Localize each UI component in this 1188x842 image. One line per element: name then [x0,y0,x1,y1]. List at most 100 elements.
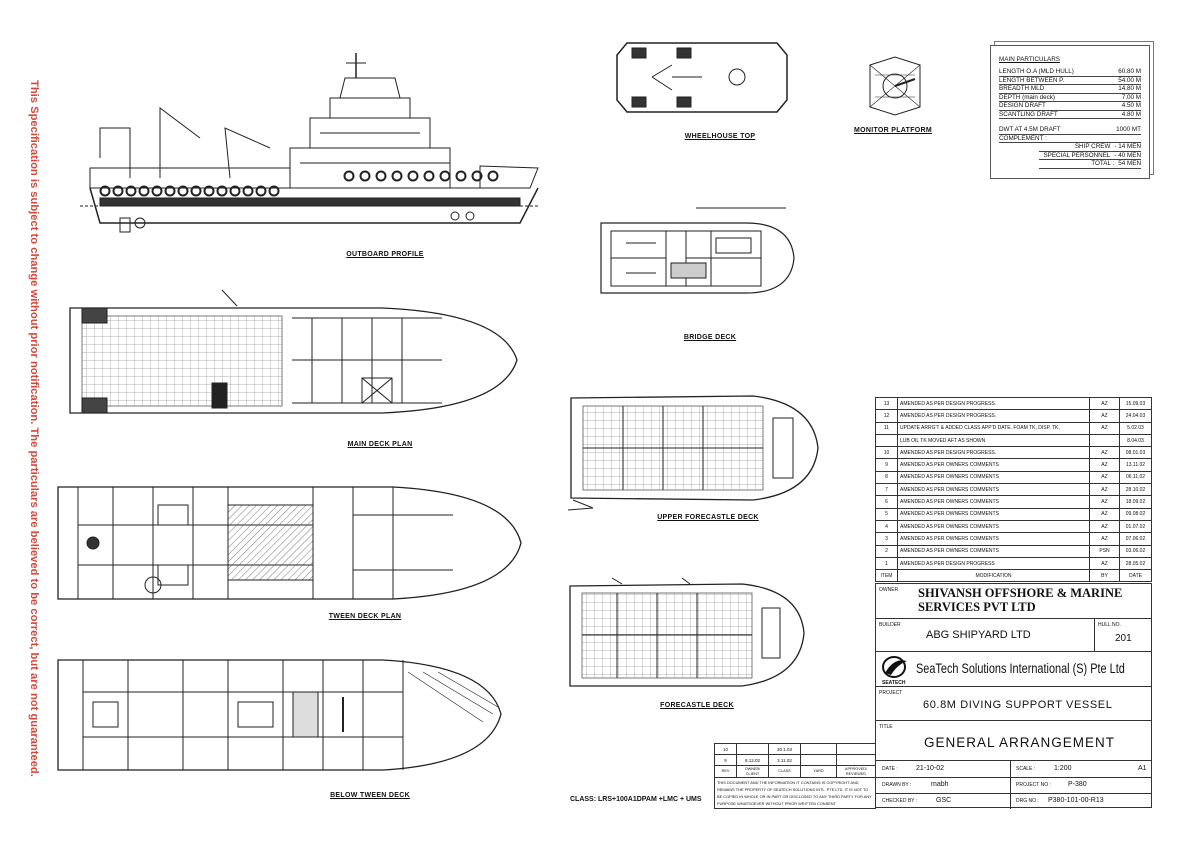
revision-mod: UPDATE ARRG'T & ADDED CLASS APP'D DATE. … [897,421,1090,435]
label-outboard-profile: OUTBOARD PROFILE [346,251,424,258]
title-row: TITLE GENERAL ARRANGEMENT [876,721,1151,761]
revision-date: 28.05.02 [1119,556,1152,571]
approval-cell: 10 [714,743,737,755]
label-forecastle-deck: FORECASTLE DECK [660,702,734,709]
label-below-tween-deck: BELOW TWEEN DECK [330,792,410,799]
approval-header-cell: REV [714,764,737,779]
hull-no-label: HULL NO. [1098,622,1121,628]
approval-cell [736,743,769,755]
fender-tyre [471,170,483,182]
revision-item: 10 [875,446,898,460]
project-no-value: P-380 [1068,781,1087,788]
revision-by: BY [1089,569,1120,583]
main-particulars-heading: MAIN PARTICULARS [999,56,1060,63]
label-main-deck-plan: MAIN DECK PLAN [347,441,413,448]
complement-label: COMPLEMENT : [999,135,1141,143]
label-tween-deck-plan: TWEEN DECK PLAN [328,613,402,620]
seatech-logo-icon: SEATECH [882,656,907,686]
revision-item: 8 [875,470,898,485]
revision-mod: LUB OIL TK MOVED AFT AS SHOWN [897,433,1090,448]
fender-tyre [423,170,435,182]
revision-mod: MODIFICATION [897,569,1090,583]
revision-by: AZ [1089,409,1120,423]
complement-value: 54 MEN [1118,160,1141,167]
drawn-by-value: mabh [931,781,949,788]
approval-cell [836,743,876,755]
particular-label: BREADTH MLD [999,85,1045,92]
complement-label: SPECIAL PERSONNEL [1043,151,1111,159]
company-row: SEATECH SeaTech Solutions International … [876,652,1151,687]
approval-cell: 9 [714,754,737,766]
fender-tyre [151,185,163,197]
revision-date: 5.02.03 [1119,421,1152,435]
revision-mod: AMENDED AS PER OWNERS COMMENTS [897,495,1090,509]
particular-label: DESIGN DRAFT [999,102,1046,109]
wheelhouse-top-drawing [616,42,788,113]
drawing-no-value: P380-101-00-R13 [1048,797,1104,804]
revision-date: 01.07.02 [1119,519,1152,534]
revision-item: 11 [875,421,898,435]
project-name: 60.8M DIVING SUPPORT VESSEL [923,699,1113,711]
revision-by: AZ [1089,556,1120,571]
complement-label: TOTAL : [1091,160,1115,167]
revision-item: 5 [875,507,898,521]
revision-by: AZ [1089,495,1120,509]
revision-date: 13.11.02 [1119,458,1152,472]
complement-value: - 14 MEN [1114,143,1141,150]
revision-by: AZ [1089,396,1120,411]
revision-item: 13 [875,396,898,411]
copyright-notice: THIS DOCUMENT AND THE INFORMATION IT CON… [714,777,876,810]
revision-by: AZ [1089,446,1120,460]
revision-date: 06.11.02 [1119,470,1152,485]
label-monitor-platform: MONITOR PLATFORM [853,127,933,134]
revision-date: DATE [1119,569,1152,583]
particular-value: 14.80 M [1118,85,1141,92]
fender-tyre [455,170,467,182]
class-notation: CLASS: LRS+100A1DPAM +LMC + UMS [570,796,702,803]
particular-label: DEPTH (main deck) [999,93,1055,101]
revision-item: 2 [875,544,898,558]
title-block: OWNER SHIVANSH OFFSHORE & MARINE SERVICE… [875,583,1152,809]
particular-label: SCANTLING DRAFT [999,110,1058,118]
tween-deck-plan-drawing [57,486,522,600]
disclaimer-text: This Specification is subject to change … [28,80,40,777]
revision-by: PSN [1089,544,1120,558]
revision-item: 6 [875,495,898,509]
outboard-profile-drawing [80,53,540,233]
approval-header-cell: YARD [800,764,837,779]
revision-mod: AMENDED AS PER OWNERS COMMENTS [897,544,1090,558]
approval-cell [836,754,876,766]
particular-row: LENGTH BETWEEN P.54.00 M [999,77,1141,85]
revision-item: 1 [875,556,898,571]
revision-by [1089,433,1120,448]
revision-date: 28.10.02 [1119,483,1152,497]
fender-tyre [439,170,451,182]
revision-item: 7 [875,483,898,497]
particular-value: 4.80 M [1121,110,1141,118]
approval-cell [800,754,837,766]
fender-tyre [216,185,228,197]
revision-item: 9 [875,458,898,472]
revision-mod: AMENDED AS PER DESIGN PROGRESS. [897,409,1090,423]
fender-tyre [391,170,403,182]
revision-date: 03.06.02 [1119,544,1152,558]
monitor-platform-drawing [869,56,921,116]
drawing-title: GENERAL ARRANGEMENT [924,735,1116,750]
revision-mod: AMENDED AS PER OWNERS COMMENTS [897,507,1090,521]
fender-tyre [99,185,111,197]
approval-header-cell: OWNER/ CLIENT [736,764,769,779]
fender-tyre [359,170,371,182]
fender-tyre [375,170,387,182]
checked-by-value: GSC [936,797,952,804]
